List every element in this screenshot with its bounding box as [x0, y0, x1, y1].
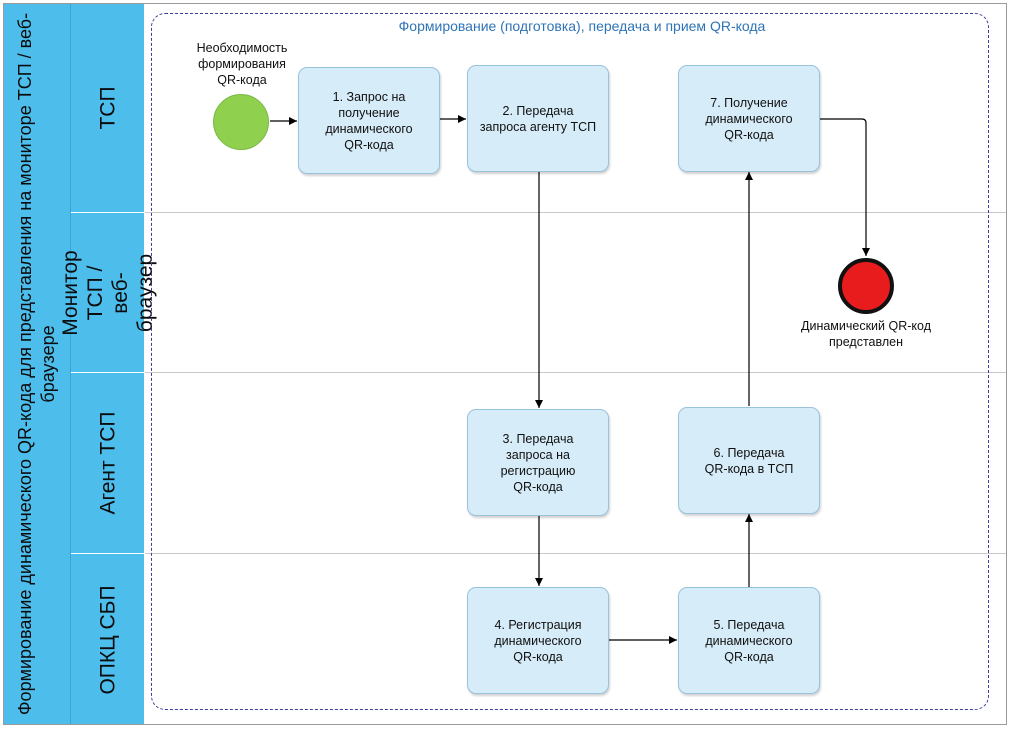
task-4-register-qr[interactable]: 4. Регистрация динамического QR-кода	[467, 587, 609, 694]
end-event[interactable]	[838, 258, 894, 314]
outer-frame	[3, 3, 1007, 725]
start-event-label: Необходимость формирования QR-кода	[196, 41, 288, 87]
group-box	[151, 13, 989, 710]
flow-task7-to-end	[820, 118, 870, 256]
pool-header: Формирование динамического QR-кода для п…	[3, 3, 71, 725]
group-title: Формирование (подготовка), передача и пр…	[398, 18, 766, 34]
lane-header-agent: Агент ТСП	[71, 373, 144, 554]
task-7-receive-qr[interactable]: 7. Получение динамического QR-кода	[678, 65, 820, 172]
lane-header-opkc: ОПКЦ СБП	[71, 554, 144, 725]
lane-area-monitor	[145, 213, 1007, 373]
lane-header-tsp: ТСП	[71, 3, 144, 213]
task-5-transfer-qr[interactable]: 5. Передача динамического QR-кода	[678, 587, 820, 694]
start-event[interactable]	[213, 94, 269, 150]
lane-area-agent	[145, 373, 1007, 554]
end-event-label: Динамический QR-код представлен	[801, 319, 931, 349]
task-3-registration-request[interactable]: 3. Передача запроса на регистрацию QR-ко…	[467, 409, 609, 516]
task-2-forward-request[interactable]: 2. Передача запроса агенту ТСП	[467, 65, 609, 172]
task-1-request-qr[interactable]: 1. Запрос на получение динамического QR-…	[298, 67, 440, 174]
task-6-send-qr-to-tsp[interactable]: 6. Передача QR-кода в ТСП	[678, 407, 820, 514]
lane-header-monitor: Монитор ТСП / веб-браузер	[59, 213, 157, 373]
lane-area-tsp	[145, 3, 1007, 213]
